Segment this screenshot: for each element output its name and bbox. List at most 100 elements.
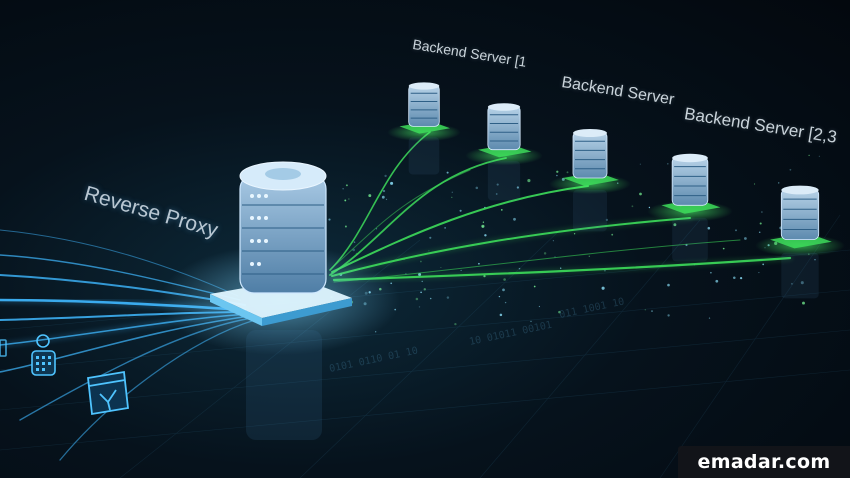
particle: [573, 233, 576, 235]
particle: [605, 218, 609, 222]
particle: [673, 223, 677, 227]
particle: [530, 320, 532, 323]
backend-server-1: [387, 82, 461, 175]
particle: [482, 221, 485, 223]
particle: [527, 179, 531, 183]
particle: [513, 217, 516, 221]
particle: [382, 189, 386, 193]
particle: [639, 192, 642, 196]
particle: [418, 306, 421, 308]
particle: [558, 310, 561, 314]
particle: [814, 259, 816, 261]
particle: [459, 209, 462, 212]
particle: [390, 181, 394, 185]
backend-servers: [387, 82, 845, 299]
particle: [789, 168, 792, 171]
particle: [344, 225, 347, 228]
particle: [667, 314, 670, 317]
particle: [475, 186, 479, 190]
particle: [429, 236, 432, 239]
particle: [440, 267, 442, 268]
particle: [368, 194, 372, 198]
particle: [800, 281, 804, 285]
particle: [500, 209, 503, 211]
svg-text:011 1001 10: 011 1001 10: [558, 296, 625, 321]
site-watermark: emadar.com: [678, 446, 850, 478]
particle: [722, 247, 725, 250]
particle: [451, 191, 453, 193]
particle: [502, 288, 505, 292]
backend-server-5: [755, 185, 845, 299]
particle: [444, 227, 446, 229]
particle: [639, 163, 641, 165]
particle: [421, 280, 423, 283]
particle: [446, 296, 450, 299]
particle: [348, 198, 350, 200]
backend-server-4: [647, 153, 733, 262]
backend-server-2: [465, 103, 543, 201]
svg-text:0101 0110 01 10: 0101 0110 01 10: [328, 345, 419, 375]
particle: [484, 234, 487, 237]
particle: [495, 193, 498, 195]
particle: [566, 171, 569, 174]
particle: [498, 295, 501, 298]
particle: [802, 301, 805, 305]
backend-flow-lines: [329, 131, 793, 283]
particle: [504, 301, 507, 304]
particle: [778, 182, 780, 184]
particle: [761, 211, 763, 213]
particle: [631, 205, 634, 208]
particle: [415, 297, 419, 301]
particle: [381, 195, 385, 199]
particle: [384, 174, 387, 178]
particle: [744, 237, 747, 240]
particle: [353, 241, 356, 243]
particle: [538, 305, 541, 308]
particle: [735, 229, 737, 232]
particle: [481, 224, 485, 228]
particle: [423, 288, 426, 291]
particle: [758, 231, 761, 234]
particle: [518, 267, 521, 270]
particle: [552, 240, 554, 242]
browser-icon: [87, 370, 129, 416]
particle: [556, 174, 558, 177]
particle: [503, 278, 506, 281]
particle: [588, 255, 590, 257]
particle: [420, 291, 422, 294]
particle: [516, 186, 520, 189]
particle: [345, 184, 348, 187]
particle: [818, 155, 820, 157]
particle: [385, 198, 388, 201]
particle: [543, 252, 547, 255]
particle: [533, 285, 536, 288]
particle: [478, 262, 480, 265]
particle: [651, 310, 653, 312]
particle: [644, 309, 646, 311]
particle: [611, 233, 614, 236]
particle: [707, 226, 711, 230]
particle: [758, 272, 760, 274]
particle: [790, 282, 793, 285]
particle: [342, 188, 344, 190]
particle: [420, 260, 422, 263]
particle: [496, 183, 499, 186]
particle: [733, 276, 736, 280]
particle: [344, 199, 347, 202]
particle: [460, 269, 462, 271]
device-icon: [0, 339, 7, 357]
particle: [454, 322, 457, 326]
particle: [739, 276, 743, 280]
backend-server-3: [549, 129, 631, 232]
particle: [328, 218, 331, 221]
particle: [715, 279, 719, 283]
particle: [762, 263, 765, 266]
particle: [808, 154, 810, 157]
particle: [429, 297, 432, 300]
particle: [446, 171, 449, 174]
svg-text:10 01011 00101: 10 01011 00101: [468, 320, 553, 348]
particle: [710, 271, 712, 274]
particle: [667, 283, 670, 287]
particle: [601, 286, 605, 290]
